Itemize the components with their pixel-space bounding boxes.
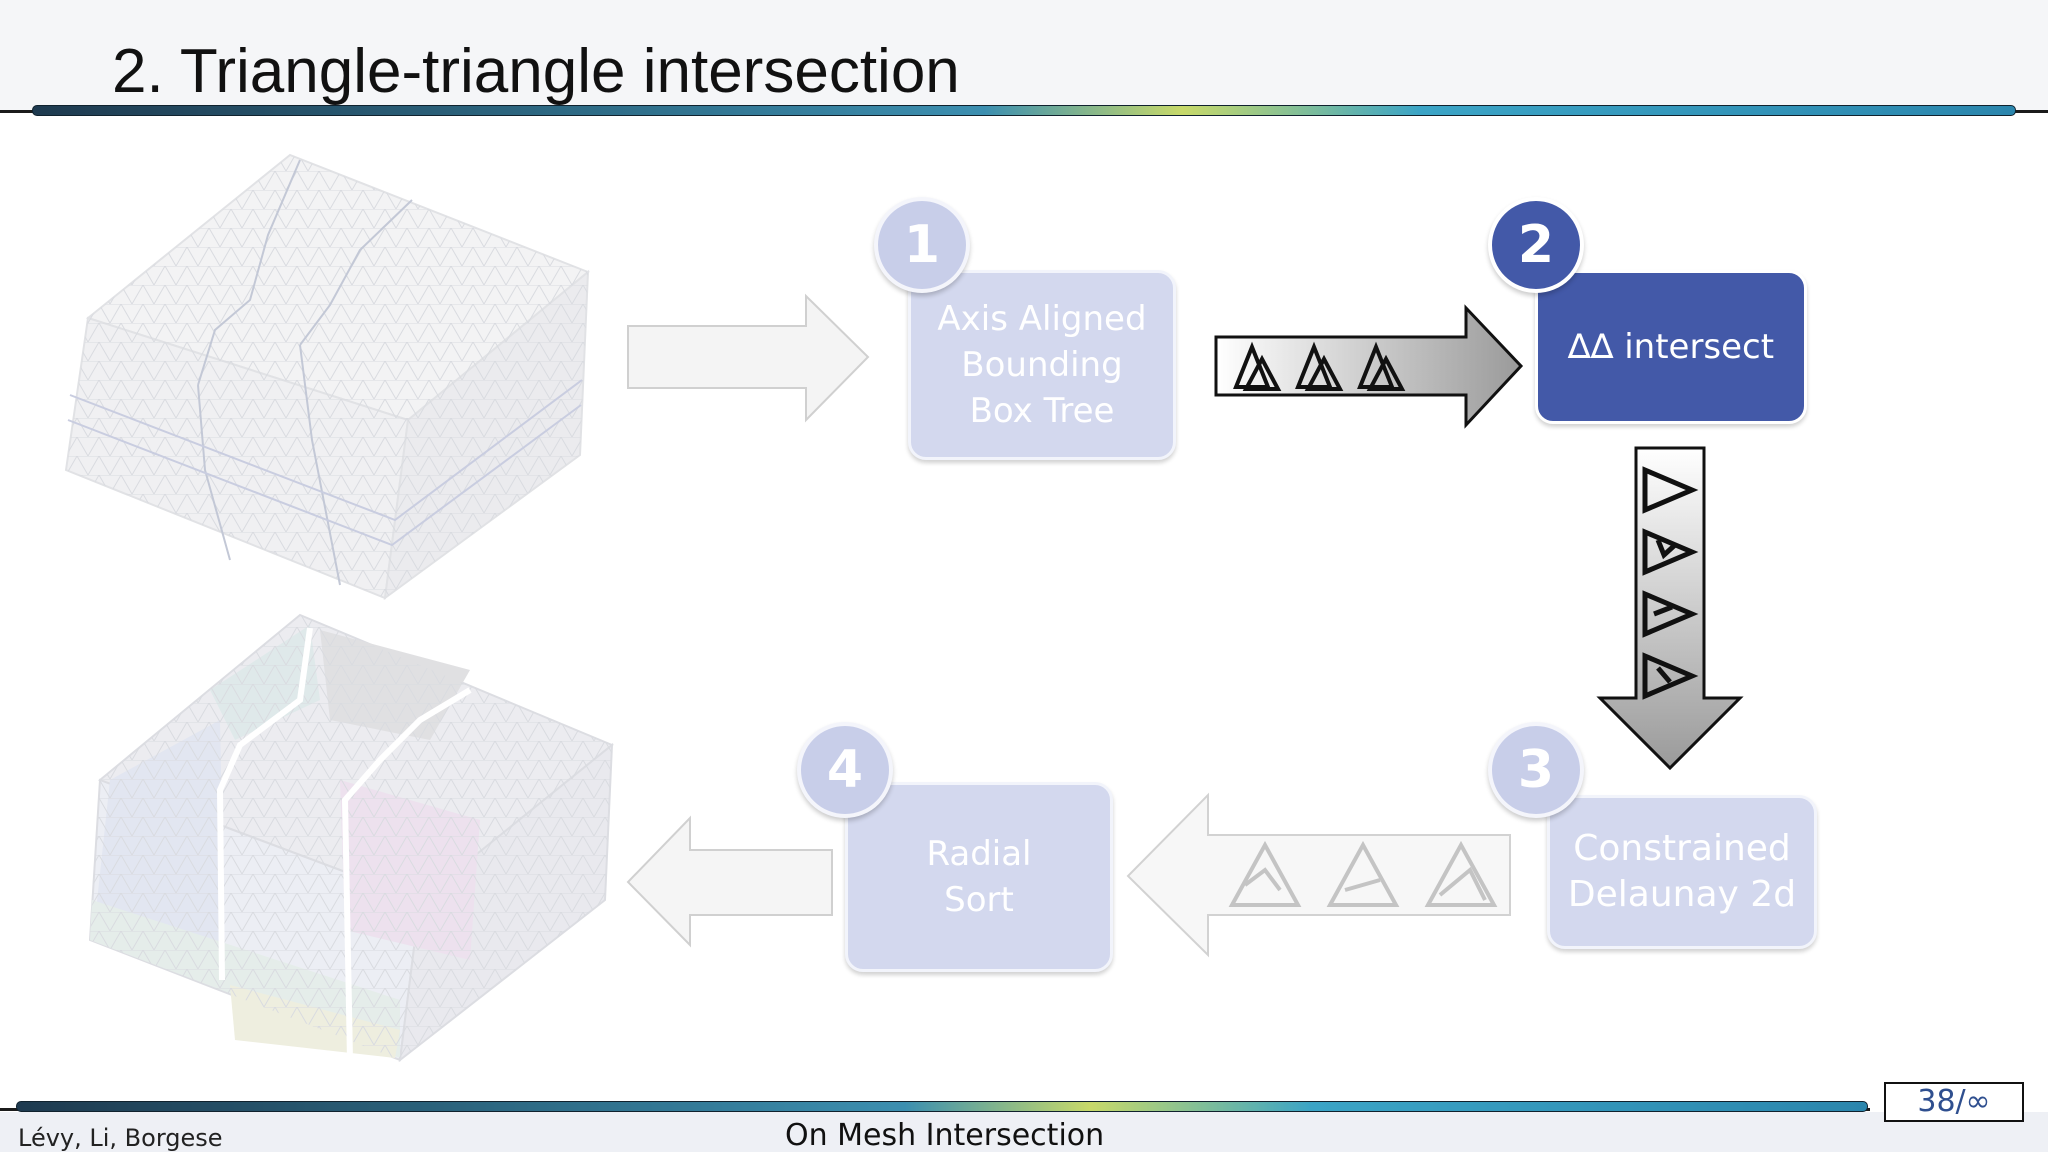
step-4-box: Radial Sort bbox=[845, 782, 1113, 972]
step-1-box: Axis Aligned Bounding Box Tree bbox=[908, 270, 1176, 460]
triangulated-triangle-icons bbox=[1228, 840, 1498, 907]
footer-title: On Mesh Intersection bbox=[785, 1118, 1105, 1153]
step-3-badge: 3 bbox=[1488, 722, 1584, 818]
step-4-label: Radial Sort bbox=[926, 834, 1032, 920]
arrow-step2-to-step3 bbox=[1596, 446, 1744, 771]
input-mesh-image bbox=[64, 153, 590, 601]
step-4-badge: 4 bbox=[797, 722, 893, 818]
step-1-label: Axis Aligned Bounding Box Tree bbox=[937, 299, 1147, 431]
step-2-label: ∆∆ intersect bbox=[1567, 327, 1775, 367]
arrow-step4-to-output bbox=[626, 815, 833, 948]
title-band bbox=[0, 0, 2048, 112]
step-3-label: Constrained Delaunay 2d bbox=[1567, 828, 1797, 915]
arrow-input-to-step1 bbox=[627, 293, 870, 423]
footer-decorative-bar bbox=[16, 1101, 1868, 1112]
arrow-step1-to-step2 bbox=[1214, 304, 1524, 429]
step-3-box: Constrained Delaunay 2d bbox=[1547, 795, 1817, 949]
footer-authors: Lévy, Li, Borgese bbox=[18, 1124, 223, 1152]
page-number: 38/∞ bbox=[1884, 1082, 2024, 1122]
arrow-step3-to-step4 bbox=[1126, 792, 1511, 958]
title-decorative-bar bbox=[32, 105, 2016, 116]
step-2-badge: 2 bbox=[1488, 197, 1584, 293]
footer-band bbox=[0, 1112, 2048, 1152]
slide-title: 2. Triangle-triangle intersection bbox=[112, 37, 960, 106]
triangle-pair-icons bbox=[1233, 341, 1406, 391]
step-2-box: ∆∆ intersect bbox=[1535, 270, 1807, 424]
step-1-badge: 1 bbox=[874, 197, 970, 293]
output-mesh-image bbox=[88, 613, 614, 1063]
intersected-triangle-icons bbox=[1642, 466, 1699, 700]
